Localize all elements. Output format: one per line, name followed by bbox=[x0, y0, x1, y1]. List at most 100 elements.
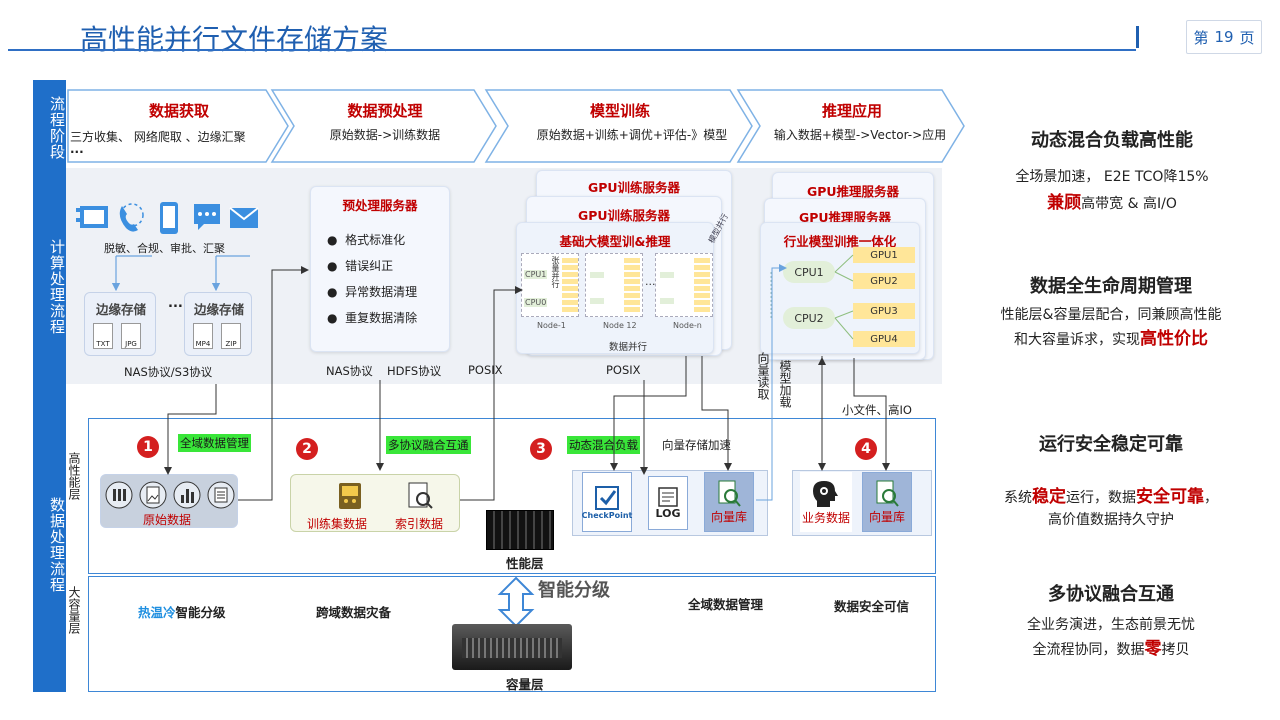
biz-data-label: 业务数据 bbox=[801, 510, 850, 525]
data-source-icons bbox=[76, 198, 266, 238]
edge-storage-label: 边缘存储 bbox=[95, 302, 146, 317]
benefit-3-heading: 运行安全稳定可靠 bbox=[1039, 434, 1183, 455]
tensor-parallel-label: 张量并行 bbox=[551, 256, 560, 288]
vector-db-2-icon: 向量库 bbox=[862, 472, 912, 532]
cap-feature-3: 全域数据管理 bbox=[688, 597, 764, 612]
model-load-label: 模型加载 bbox=[778, 360, 792, 408]
jpg-file-icon: JPG bbox=[121, 323, 141, 349]
cpu-block bbox=[660, 272, 674, 278]
edge-storage-tile-1: 边缘存储 TXT JPG bbox=[84, 292, 156, 356]
chevron-shape bbox=[67, 89, 289, 163]
vector-search-icon bbox=[876, 480, 899, 507]
benefit-2-line-2: 和大容量诉求，实现高性价比 bbox=[1014, 329, 1208, 349]
train-index-icons bbox=[339, 482, 433, 509]
benefit-2: 数据全生命周期管理 性能层&容量层配合，同兼顾高性能 和大容量诉求，实现高性价比 bbox=[942, 272, 1280, 349]
perf-server-icon bbox=[486, 510, 554, 550]
gpu-train-title-mid: GPU训练服务器 bbox=[577, 208, 671, 223]
image-file-icon bbox=[139, 481, 167, 509]
train-index-tile: 训练集数据 索引数据 bbox=[290, 474, 460, 532]
stage-sub: 原始数据->训练数据 bbox=[329, 128, 441, 142]
archive-icon bbox=[105, 481, 133, 509]
gpu-stack bbox=[562, 258, 578, 314]
node-1-diagram: CPU1 CPU0 张量并行 bbox=[521, 253, 579, 317]
checkpoint-icon: CheckPoint bbox=[582, 472, 632, 532]
step-3-tag: 动态混合负载 bbox=[567, 436, 640, 454]
checkpoint-label: CheckPoint bbox=[581, 510, 633, 520]
page-title: 高性能并行文件存储方案 bbox=[80, 23, 389, 56]
phone-icon bbox=[119, 203, 144, 232]
txt-file-icon: TXT bbox=[93, 323, 113, 349]
stage-title: 模型训练 bbox=[589, 102, 650, 120]
mp4-file-icon: MP4 bbox=[193, 323, 213, 349]
title-accent-bar bbox=[1136, 26, 1139, 48]
benefit-1-line-2: 兼顾高带宽 & 高I/O bbox=[1047, 193, 1177, 213]
dataset-icon bbox=[339, 483, 361, 509]
brain-head-icon bbox=[813, 480, 838, 507]
benefit-3: 运行安全稳定可靠 系统稳定运行，数据安全可靠， 高价值数据持久守护 bbox=[942, 430, 1280, 529]
bar-chart-icon bbox=[173, 481, 201, 509]
preproc-item: ● 异常数据清理 bbox=[327, 285, 418, 299]
search-doc-icon bbox=[408, 482, 433, 509]
stage-sub: 三方收集、 网络爬取 、边缘汇聚 bbox=[70, 130, 246, 144]
vector-search-icon bbox=[718, 480, 741, 507]
label-stage: 流程阶段 bbox=[48, 96, 66, 160]
edge-storage-label: 边缘存储 bbox=[193, 302, 244, 317]
label-data: 数据处理流程 bbox=[48, 497, 66, 593]
infer-links bbox=[770, 254, 854, 340]
benefit-4-heading: 多协议融合互通 bbox=[1048, 584, 1174, 605]
protocol-hdfs: HDFS协议 bbox=[387, 364, 442, 378]
stage-title: 数据获取 bbox=[148, 102, 209, 120]
node-label: Node 12 bbox=[603, 321, 637, 330]
cap-feature-4: 数据安全可信 bbox=[834, 599, 910, 614]
step-1-badge: 1 bbox=[137, 436, 159, 458]
source-icon-row bbox=[76, 202, 259, 234]
capacity-server-icon bbox=[452, 624, 572, 670]
vector-accel-label: 向量存储加速 bbox=[662, 438, 731, 452]
step-3-badge: 3 bbox=[530, 438, 552, 460]
chat-icon bbox=[194, 204, 220, 230]
zip-file-icon: ZIP bbox=[221, 323, 241, 349]
benefit-4-line-1: 全业务演进，生态前景无忧 bbox=[1027, 617, 1195, 633]
cpu-block bbox=[590, 298, 604, 304]
vector-db-icon: 向量库 bbox=[704, 472, 754, 532]
page-prefix: 第 bbox=[1193, 28, 1209, 47]
step-1-tag: 全域数据管理 bbox=[178, 434, 251, 452]
perf-layer-label: 高性能层 bbox=[67, 452, 81, 500]
node-ellipsis: ... bbox=[645, 275, 656, 288]
benefit-2-line-1: 性能层&容量层配合，同兼顾高性能 bbox=[1000, 307, 1222, 323]
benefit-1-heading: 动态混合负载高性能 bbox=[1031, 130, 1193, 151]
infer-cpu-1: CPU1 bbox=[783, 261, 835, 283]
protocol-posix-1: POSIX bbox=[468, 363, 503, 377]
biz-data-icon: 业务数据 bbox=[800, 472, 852, 532]
chevron-shape bbox=[736, 89, 965, 163]
left-label-column: 流程阶段 计算处理流程 数据处理流程 bbox=[33, 80, 66, 692]
benefit-3-line-2: 高价值数据持久守护 bbox=[1048, 512, 1174, 528]
cap-feature-2: 跨域数据灾备 bbox=[316, 605, 392, 620]
gpu-stack bbox=[624, 258, 640, 314]
vector-read-label: 向量读取 bbox=[756, 352, 770, 400]
step-2-tag: 多协议融合互通 bbox=[386, 436, 471, 454]
gpu-train-title-back: GPU训练服务器 bbox=[587, 180, 681, 195]
stage-sub-more: ... bbox=[70, 142, 84, 156]
stage-chevron-1: 数据获取 三方收集、 网络爬取 、边缘汇聚 ... bbox=[66, 88, 292, 164]
edge-storage-tile-2: 边缘存储 MP4 ZIP bbox=[184, 292, 252, 356]
benefit-4: 多协议融合互通 全业务演进，生态前景无忧 全流程协同，数据零拷贝 bbox=[942, 580, 1280, 659]
stage-title: 数据预处理 bbox=[347, 102, 423, 120]
benefit-1: 动态混合负载高性能 全场景加速， E2E TCO降15% 兼顾高带宽 & 高I/… bbox=[944, 126, 1280, 213]
title-underline bbox=[8, 49, 1136, 51]
cpu-block bbox=[660, 298, 674, 304]
vector-db-2-label: 向量库 bbox=[868, 509, 905, 524]
data-parallel-label: 数据并行 bbox=[609, 342, 648, 353]
gpu-infer-title-front: 行业模型训推一体化 bbox=[783, 234, 897, 249]
node-n-diagram bbox=[655, 253, 713, 317]
stage-chevron-4: 推理应用 输入数据+模型->Vector->应用 bbox=[736, 88, 968, 164]
gpu-infer-title-back: GPU推理服务器 bbox=[806, 184, 900, 199]
infer-cpu-2: CPU2 bbox=[783, 307, 835, 329]
stage-title: 推理应用 bbox=[821, 102, 882, 120]
cpu-label: CPU1 bbox=[524, 270, 548, 279]
benefit-4-line-2: 全流程协同，数据零拷贝 bbox=[1032, 639, 1190, 659]
train-set-label: 训练集数据 bbox=[307, 517, 368, 531]
edge-ellipsis: ... bbox=[168, 296, 183, 311]
node-label: Node-n bbox=[673, 321, 702, 330]
preproc-title: 预处理服务器 bbox=[342, 198, 418, 213]
